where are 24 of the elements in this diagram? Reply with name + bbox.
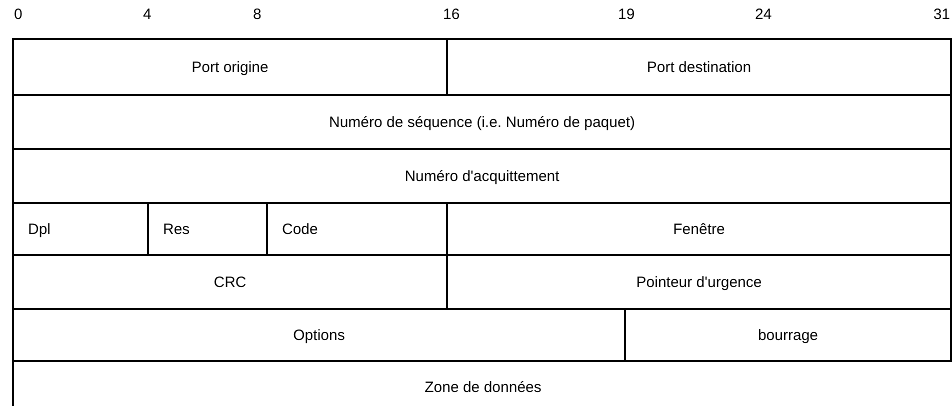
header-field — [446, 38, 952, 96]
field-name: Res — [163, 220, 190, 238]
field-name: Code — [282, 220, 318, 238]
field-name: Zone de données — [424, 378, 542, 396]
header-field — [12, 148, 952, 204]
bit-number: 4 — [143, 6, 152, 23]
field-name: Options — [293, 326, 345, 344]
field-name: Numéro de séquence (i.e. Numéro de paquet) — [328, 114, 635, 130]
field-name: Port origine — [192, 58, 268, 76]
bit-number: 16 — [443, 6, 460, 23]
header-field — [12, 94, 952, 150]
field-name: Dpl — [28, 220, 51, 238]
field-name: bourrage — [758, 326, 818, 344]
field-name: Fenêtre — [673, 220, 725, 238]
bit-number: 31 — [933, 6, 950, 23]
field-name: CRC — [214, 274, 246, 290]
bit-number: 0 — [14, 6, 22, 23]
bit-number: 24 — [755, 6, 772, 23]
field-name: Pointeur d'urgence — [636, 274, 762, 290]
field-name: Port destination — [646, 58, 752, 76]
field-name: Numéro d'acquittement — [404, 168, 560, 184]
bit-number: 19 — [618, 6, 635, 23]
header-field — [12, 38, 448, 96]
bit-number: 8 — [253, 6, 262, 23]
